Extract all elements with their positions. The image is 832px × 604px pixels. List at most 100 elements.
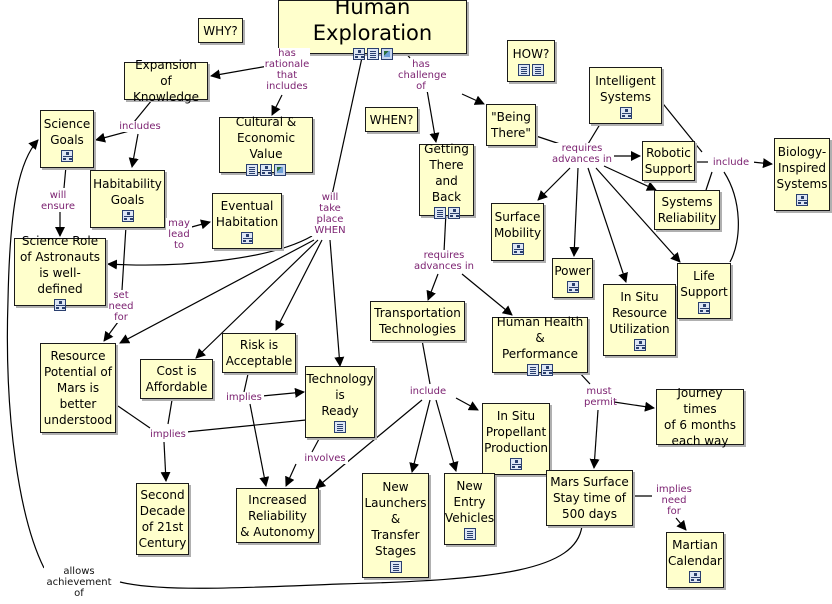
link-arrow — [275, 239, 323, 331]
concept-robotic-support[interactable]: Robotic Support — [642, 141, 695, 181]
concept-label: WHY? — [203, 23, 238, 38]
concept-label: Technology is Ready — [306, 372, 374, 418]
concept-transportation-technologies[interactable]: Transportation Technologies — [370, 301, 465, 341]
link-label: include — [708, 157, 754, 168]
link-line — [117, 405, 151, 429]
concept-in-situ-resource-utilization[interactable]: In Situ Resource Utilization — [603, 284, 676, 356]
concept-label: Risk is Acceptable — [225, 338, 293, 368]
link-arrow — [461, 273, 513, 316]
concept-map-icon[interactable] — [352, 48, 365, 60]
concept-map-icon[interactable] — [54, 299, 66, 311]
link-arrow — [107, 235, 313, 270]
link-arrow — [6, 139, 45, 569]
link-arrow — [249, 403, 270, 487]
concept-power[interactable]: Power — [552, 258, 593, 298]
concept-when[interactable]: WHEN? — [365, 107, 418, 132]
concept-resource-potential[interactable]: Resource Potential of Mars is better und… — [40, 343, 116, 433]
concept-map-icon[interactable] — [260, 164, 272, 176]
concept-label: "Being There" — [491, 110, 531, 140]
document-icon[interactable] — [433, 207, 446, 219]
concept-martian-calendar[interactable]: Martian Calendar — [666, 532, 724, 588]
concept-map-icon[interactable] — [61, 150, 73, 162]
image-icon[interactable] — [274, 164, 286, 176]
document-icon[interactable] — [463, 528, 476, 540]
link-arrow — [613, 401, 655, 412]
document-icon[interactable] — [366, 48, 379, 60]
concept-science-goals[interactable]: Science Goals — [40, 110, 94, 168]
link-arrow — [329, 239, 345, 367]
document-icon[interactable] — [246, 164, 258, 176]
image-icon[interactable] — [380, 48, 393, 60]
concept-how[interactable]: HOW? — [507, 40, 555, 82]
concept-label: Science Goals — [43, 117, 91, 147]
concept-why[interactable]: WHY? — [198, 18, 243, 43]
link-line — [133, 99, 153, 123]
link-label: must permit — [584, 386, 617, 408]
concept-label: Martian Calendar — [668, 538, 722, 568]
document-icon[interactable] — [389, 560, 402, 573]
link-label: requires advances in — [412, 250, 476, 272]
concept-map-icon[interactable] — [619, 106, 632, 119]
concept-label: Power — [554, 264, 591, 278]
concept-label: HOW? — [512, 47, 550, 61]
concept-eventual-habitation[interactable]: Eventual Habitation — [212, 193, 282, 249]
link-arrow — [426, 273, 439, 301]
concept-label: Intelligent Systems — [595, 73, 656, 104]
concept-label: In Situ Resource Utilization — [609, 290, 670, 336]
concept-map-icon[interactable] — [796, 193, 808, 206]
concept-map-icon[interactable] — [121, 210, 134, 222]
concept-new-entry-vehicles[interactable]: New Entry Vehicles — [444, 473, 495, 545]
link-label: involves — [302, 453, 348, 464]
document-icon[interactable] — [334, 421, 346, 433]
concept-map-icon[interactable] — [633, 339, 646, 351]
concept-in-situ-propellant-production[interactable]: In Situ Propellant Production — [482, 403, 550, 475]
link-label: requires advances in — [550, 143, 614, 165]
link-label: allows achievement of — [44, 566, 114, 599]
link-line — [535, 135, 561, 145]
concept-being-there[interactable]: "Being There" — [486, 104, 536, 146]
concept-surface-mobility[interactable]: Surface Mobility — [491, 203, 544, 261]
concept-cultural-economic-value[interactable]: Cultural & Economic Value — [219, 115, 313, 176]
concept-systems-reliability[interactable]: Systems Reliability — [654, 190, 720, 230]
link-arrow — [409, 399, 431, 473]
concept-human-health-performance[interactable]: Human Health & Performance — [492, 315, 588, 376]
concept-new-launchers[interactable]: New Launchers & Transfer Stages — [362, 473, 429, 578]
concept-map-icon[interactable] — [566, 281, 579, 293]
concept-risk-acceptable[interactable]: Risk is Acceptable — [222, 333, 296, 373]
concept-science-role-of-astronauts[interactable]: Science Role of Astronauts is well-defin… — [14, 234, 106, 311]
concept-map-icon[interactable] — [511, 243, 524, 255]
concept-map-icon[interactable] — [541, 364, 553, 376]
document-icon[interactable] — [518, 64, 530, 76]
concept-mars-surface-stay[interactable]: Mars Surface Stay time of 500 days — [546, 470, 633, 526]
concept-map-icon[interactable] — [689, 571, 701, 583]
concept-life-support[interactable]: Life Support — [677, 263, 731, 319]
link-label: has rationale that includes — [264, 48, 310, 92]
concept-label: Habitability Goals — [93, 177, 162, 207]
concept-map-icon[interactable] — [447, 207, 460, 219]
document-icon[interactable] — [532, 64, 544, 76]
concept-map-icon[interactable] — [241, 232, 253, 244]
concept-second-decade[interactable]: Second Decade of 21st Century — [136, 483, 189, 555]
link-arrow — [128, 133, 139, 168]
link-label: will ensure — [40, 190, 76, 212]
concept-technology-ready[interactable]: Technology is Ready — [305, 366, 375, 438]
concept-expansion-of-knowledge[interactable]: Expansion of Knowledge — [124, 58, 208, 104]
link-arrow — [751, 158, 773, 169]
concept-habitability-goals[interactable]: Habitability Goals — [90, 170, 165, 228]
concept-map-icon[interactable] — [698, 302, 710, 314]
concept-cost-affordable[interactable]: Cost is Affordable — [140, 359, 213, 399]
concept-getting-there-and-back[interactable]: Getting There and Back — [419, 142, 474, 219]
concept-journey-times[interactable]: Journey times of 6 months each way — [656, 386, 744, 448]
concept-biology-inspired-systems[interactable]: Biology- Inspired Systems — [774, 138, 830, 211]
concept-human-exploration[interactable]: Human Exploration — [278, 0, 467, 60]
link-arrow — [569, 167, 580, 257]
concept-increased-reliability[interactable]: Increased Reliability & Autonomy — [236, 488, 319, 543]
concept-intelligent-systems[interactable]: Intelligent Systems — [589, 67, 662, 124]
concept-label: Increased Reliability & Autonomy — [240, 492, 315, 539]
document-icon[interactable] — [527, 364, 539, 376]
link-arrow — [426, 89, 440, 143]
link-arrow — [195, 239, 319, 359]
link-label: set need for — [108, 290, 134, 323]
concept-map-icon[interactable] — [510, 458, 522, 470]
